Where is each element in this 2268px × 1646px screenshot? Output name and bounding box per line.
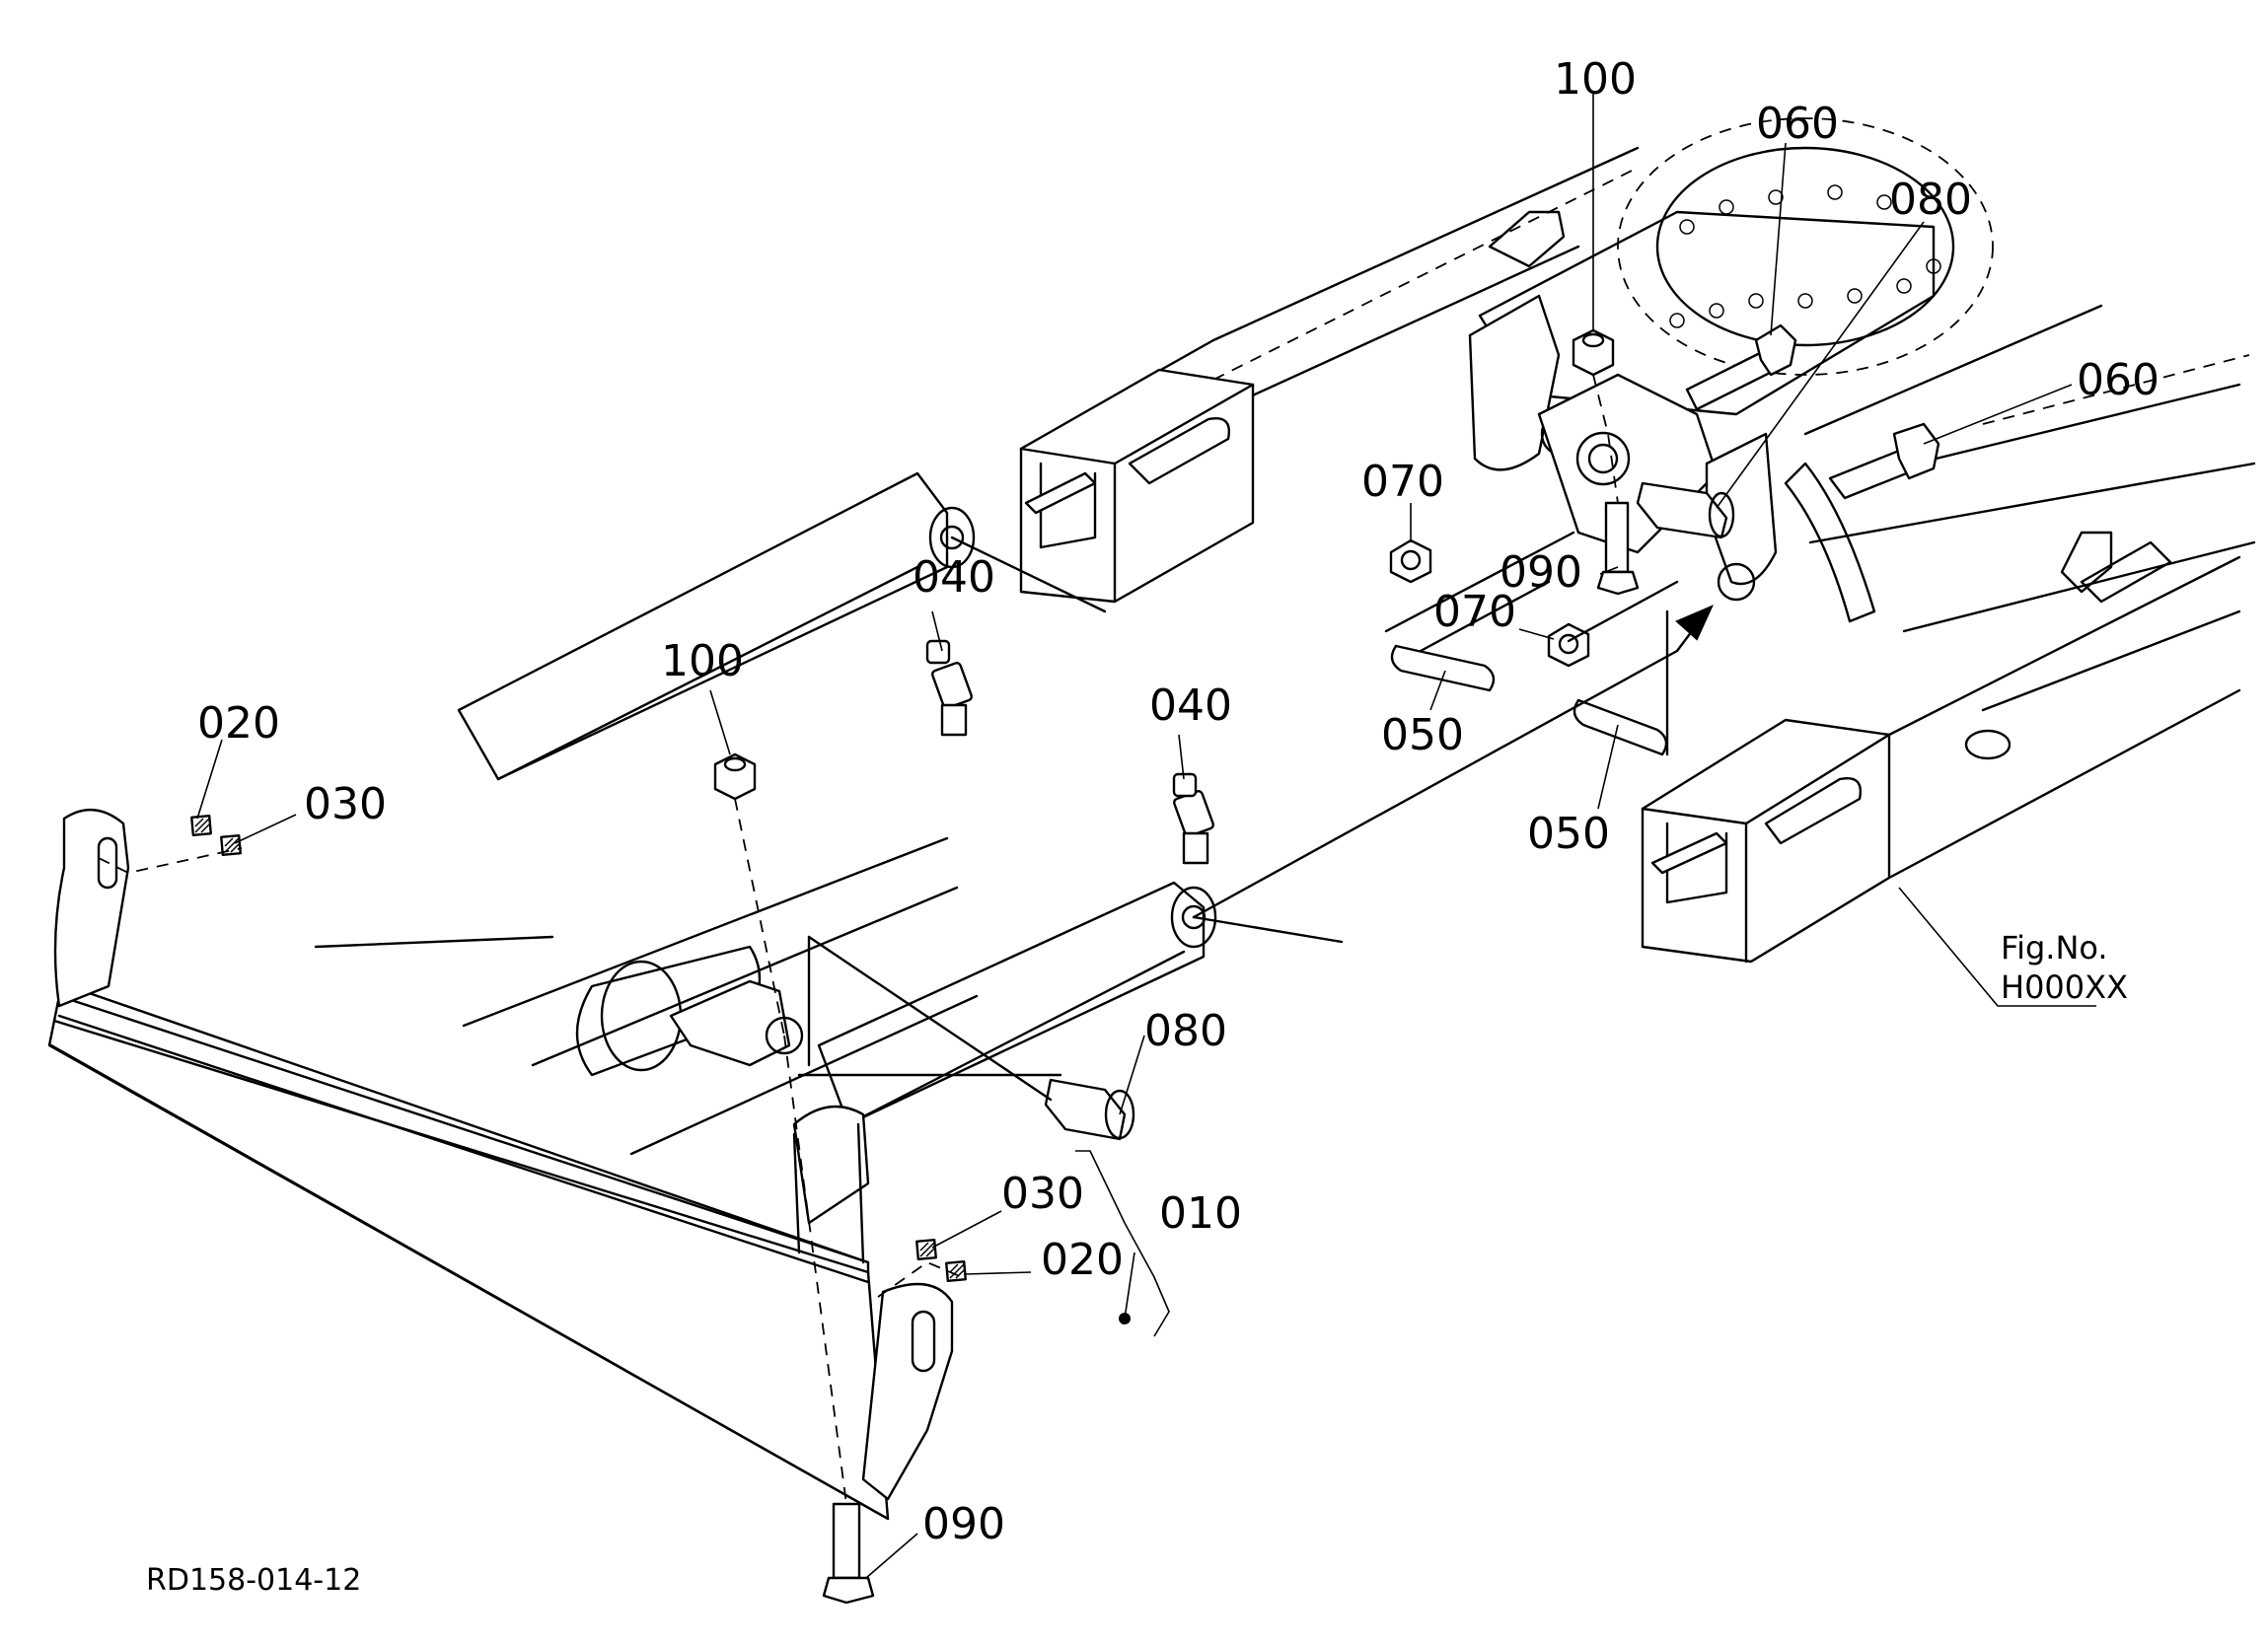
callout-070-right: 070: [1433, 587, 1516, 637]
hardware: [190, 323, 1940, 1605]
callout-020-left: 020: [197, 698, 280, 749]
bolt-090-top: [1596, 501, 1640, 596]
bolt-060-right: [1828, 422, 1940, 500]
decal-020-left: [190, 815, 212, 836]
callout-030-right: 030: [1001, 1169, 1084, 1219]
callout-040-right: 040: [1149, 680, 1232, 731]
pin-080-top: [1636, 481, 1735, 539]
drawing-code: RD158-014-12: [146, 1563, 361, 1598]
callout-060-right: 060: [2077, 355, 2159, 405]
bolt-090-bottom: [822, 1502, 875, 1605]
callout-080-bottom: 080: [1144, 1006, 1227, 1056]
callout-010: 010: [1159, 1188, 1242, 1239]
callout-060-top: 060: [1756, 99, 1839, 149]
pin-050-right: [1573, 698, 1668, 756]
figure-ref-line1: Fig.No.: [2001, 929, 2108, 966]
callout-050-right: 050: [1527, 809, 1610, 859]
bolt-060-top: [1685, 323, 1797, 411]
pin-080-bottom: [1044, 1078, 1135, 1141]
assembly-guides: [98, 374, 1714, 1505]
nut-070-left: [1389, 538, 1432, 584]
callout-070-left: 070: [1361, 457, 1444, 507]
callout-020-right: 020: [1041, 1235, 1124, 1285]
callout-labels: 010 020 030 030 020 040 040 100 100 060 …: [146, 54, 2159, 1598]
leader-lines: [196, 94, 2096, 1579]
callout-080-top: 080: [1889, 175, 1972, 225]
decal-030-left: [220, 834, 242, 856]
blade-assembly: [47, 471, 1217, 1521]
callout-100-top: 100: [1554, 54, 1637, 105]
callout-040-left: 040: [913, 552, 995, 603]
grease-fitting-040-left: [925, 639, 974, 737]
nut-100-top: [1572, 328, 1615, 377]
callout-090-top: 090: [1500, 547, 1582, 598]
callout-100-left: 100: [661, 636, 744, 686]
callout-030-left: 030: [304, 779, 387, 829]
figure-ref-line2: H000XX: [2001, 968, 2128, 1006]
callout-050-left: 050: [1381, 710, 1464, 760]
callout-090-bottom: 090: [922, 1499, 1005, 1549]
decal-030-right: [915, 1239, 937, 1260]
pin-050-left: [1390, 644, 1496, 692]
decal-020-right: [945, 1260, 967, 1282]
grease-fitting-040-right: [1172, 772, 1215, 865]
nut-070-right: [1547, 622, 1590, 668]
nut-100-left: [713, 752, 757, 801]
